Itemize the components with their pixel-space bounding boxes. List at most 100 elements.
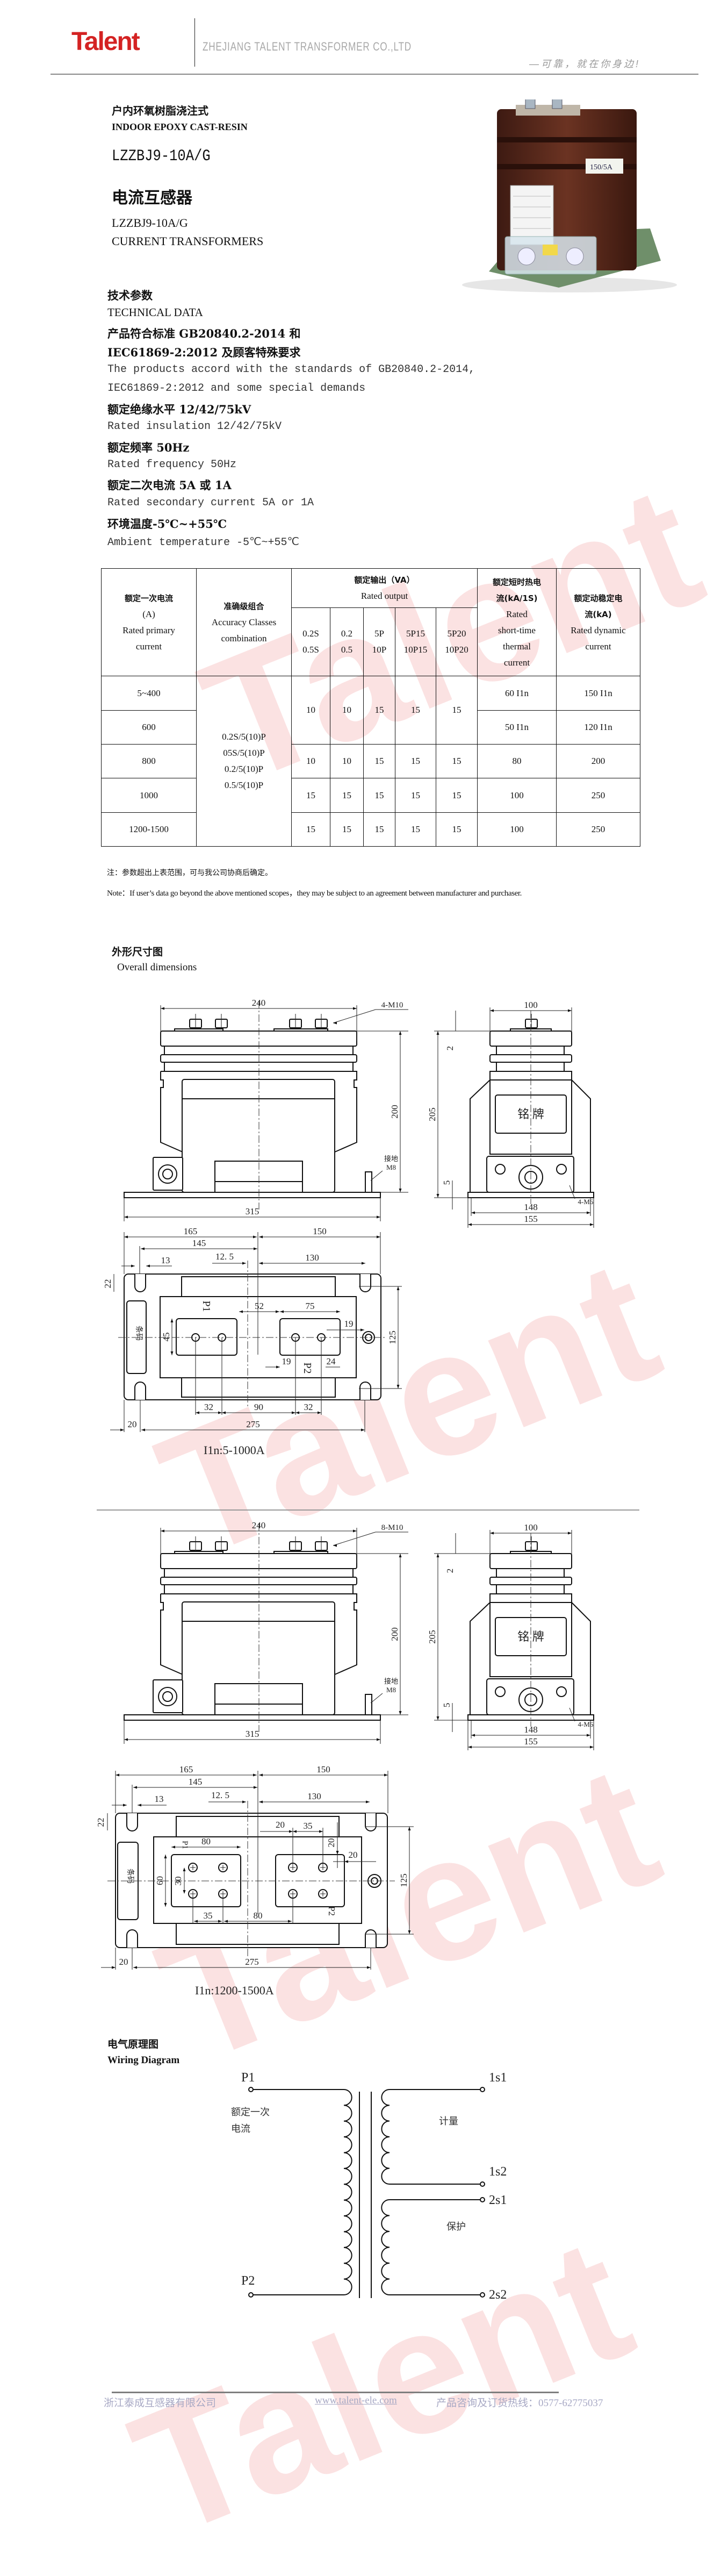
neck [496, 1062, 565, 1072]
terminal-label: P2 [301, 1362, 313, 1373]
dimensions-heading-cn: 外形尺寸图 [112, 946, 163, 958]
dimension-arrow [319, 1830, 323, 1833]
header-text: Rated output [360, 591, 408, 601]
cell-output: 15 [395, 812, 436, 847]
dimension-label: 35 [304, 1821, 313, 1831]
dimension-arrow [254, 1247, 257, 1250]
dimension-arrow [146, 1264, 150, 1268]
cell-thermal: 60 I1n [477, 676, 557, 711]
dimension-arrow [196, 1411, 199, 1414]
dimension-arrow [289, 1830, 293, 1833]
dimension-label: 200 [390, 1627, 400, 1641]
primary-winding [343, 2089, 352, 2295]
terminal-point [480, 2181, 485, 2187]
dimension-arrow [366, 1800, 370, 1804]
dimension-label: 32 [204, 1402, 213, 1412]
terminal-label: 1s2 [489, 2165, 507, 2179]
dimension-label: 315 [246, 1729, 259, 1739]
dimension-label: 125 [387, 1330, 398, 1344]
product-name-cn: 电流互感器 [112, 189, 192, 207]
cell-output: 15 [363, 812, 395, 847]
leader-line [569, 1707, 575, 1722]
dimension-arrow [377, 1215, 380, 1219]
spec-line: 额定绝缘水平 12/42/75kV [107, 403, 251, 416]
dimension-label: 240 [252, 998, 266, 1008]
spec-line: Rated insulation 12/42/75kV [107, 420, 282, 433]
header-text: 额定输出（VA） [354, 575, 415, 585]
product-type-cn: 户内环氧树脂浇注式 [112, 104, 208, 117]
ground-bolt [365, 1171, 372, 1193]
terminal-point [480, 2197, 485, 2202]
dimension-arrow [377, 1738, 380, 1741]
terminal-label: P1 [200, 1300, 212, 1312]
cell-output: 15 [436, 744, 478, 778]
header-text: combination [221, 633, 267, 643]
dimension-label: 150 [316, 1764, 330, 1774]
dimension-label: 2 [445, 1569, 455, 1573]
mounting-slot [134, 1274, 146, 1292]
dimension-label: 32 [304, 1402, 313, 1412]
dimension-label: 20 [349, 1850, 358, 1860]
mounting-slot [359, 1274, 371, 1292]
dimension-arrow [131, 1264, 135, 1268]
header-text: 0.2 [341, 628, 353, 639]
header-text: current [585, 641, 611, 652]
note-cn: 注：参数超出上表范围，可与我公司协商后确定。 [107, 869, 272, 877]
dimension-arrow [253, 1235, 257, 1239]
accuracy-item: 0.2/5(10)P [224, 764, 264, 774]
spec-line: IEC61869-2:2012 and some special demands [107, 382, 366, 395]
header-text: 额定一次电流 [124, 593, 173, 603]
terminal-screw [556, 1164, 567, 1175]
terminal-label: 2s1 [489, 2193, 507, 2207]
dimension-label: 4-M6 [578, 1720, 594, 1728]
note-en: Note：If user’s data go beyond the above … [107, 889, 522, 898]
dimension-label: 4-M6 [578, 1198, 594, 1206]
dimension-arrow [399, 1711, 402, 1715]
dimension-arrow [259, 1262, 263, 1265]
cell-thermal: 80 [477, 744, 557, 778]
cell-output: 15 [395, 744, 436, 778]
product-name-en: CURRENT TRANSFORMERS [112, 234, 264, 248]
body-outline [160, 1071, 357, 1153]
cell-dynamic: 120 I1n [556, 710, 640, 745]
cell-output: 15 [363, 744, 395, 778]
dimension-label: 12. 5 [215, 1251, 234, 1262]
dimension-arrow [171, 1845, 175, 1849]
dimension-arrow [280, 1310, 284, 1313]
dimension-arrow [116, 1773, 119, 1777]
header-text: Accuracy Classes [211, 617, 277, 627]
header-text: thermal [503, 641, 531, 652]
dimension-label: 80 [254, 1910, 263, 1921]
dimension-arrow [399, 1189, 402, 1192]
accuracy-item: 05S/5(10)P [223, 748, 265, 758]
table-row: 600 50 I1n 120 I1n [101, 710, 640, 745]
dimension-arrow [218, 1411, 222, 1414]
dimension-arrow [194, 1920, 198, 1923]
ground-bolt [365, 1694, 372, 1715]
header-text: 10P20 [445, 645, 468, 655]
cell-dynamic: 150 I1n [556, 676, 640, 711]
header-text: 流(kA/1S) [496, 593, 538, 603]
cell-primary: 1200-1500 [101, 812, 197, 847]
header-text: 0.5S [302, 645, 319, 655]
footer-website-link[interactable]: www.talent-ele.com [315, 2395, 397, 2406]
primary-pad-p2 [279, 1318, 341, 1356]
footer-hotline: 产品咨询及订货热线：0577-62775037 [436, 2398, 603, 2409]
cell-dynamic: 200 [556, 744, 640, 778]
dimension-arrow [124, 1215, 128, 1219]
cell-dynamic: 250 [556, 778, 640, 813]
header-text: current [135, 641, 162, 652]
header-text: Rated primary [122, 625, 175, 635]
spec-line: Rated frequency 50Hz [107, 459, 237, 471]
dimension-arrow [170, 1319, 174, 1322]
dimension-arrow [336, 1310, 340, 1313]
cell-output: 15 [436, 812, 478, 847]
dimension-arrow [259, 1800, 263, 1804]
header-text: 额定动稳定电 [574, 593, 623, 603]
dimension-arrow [333, 1021, 337, 1025]
